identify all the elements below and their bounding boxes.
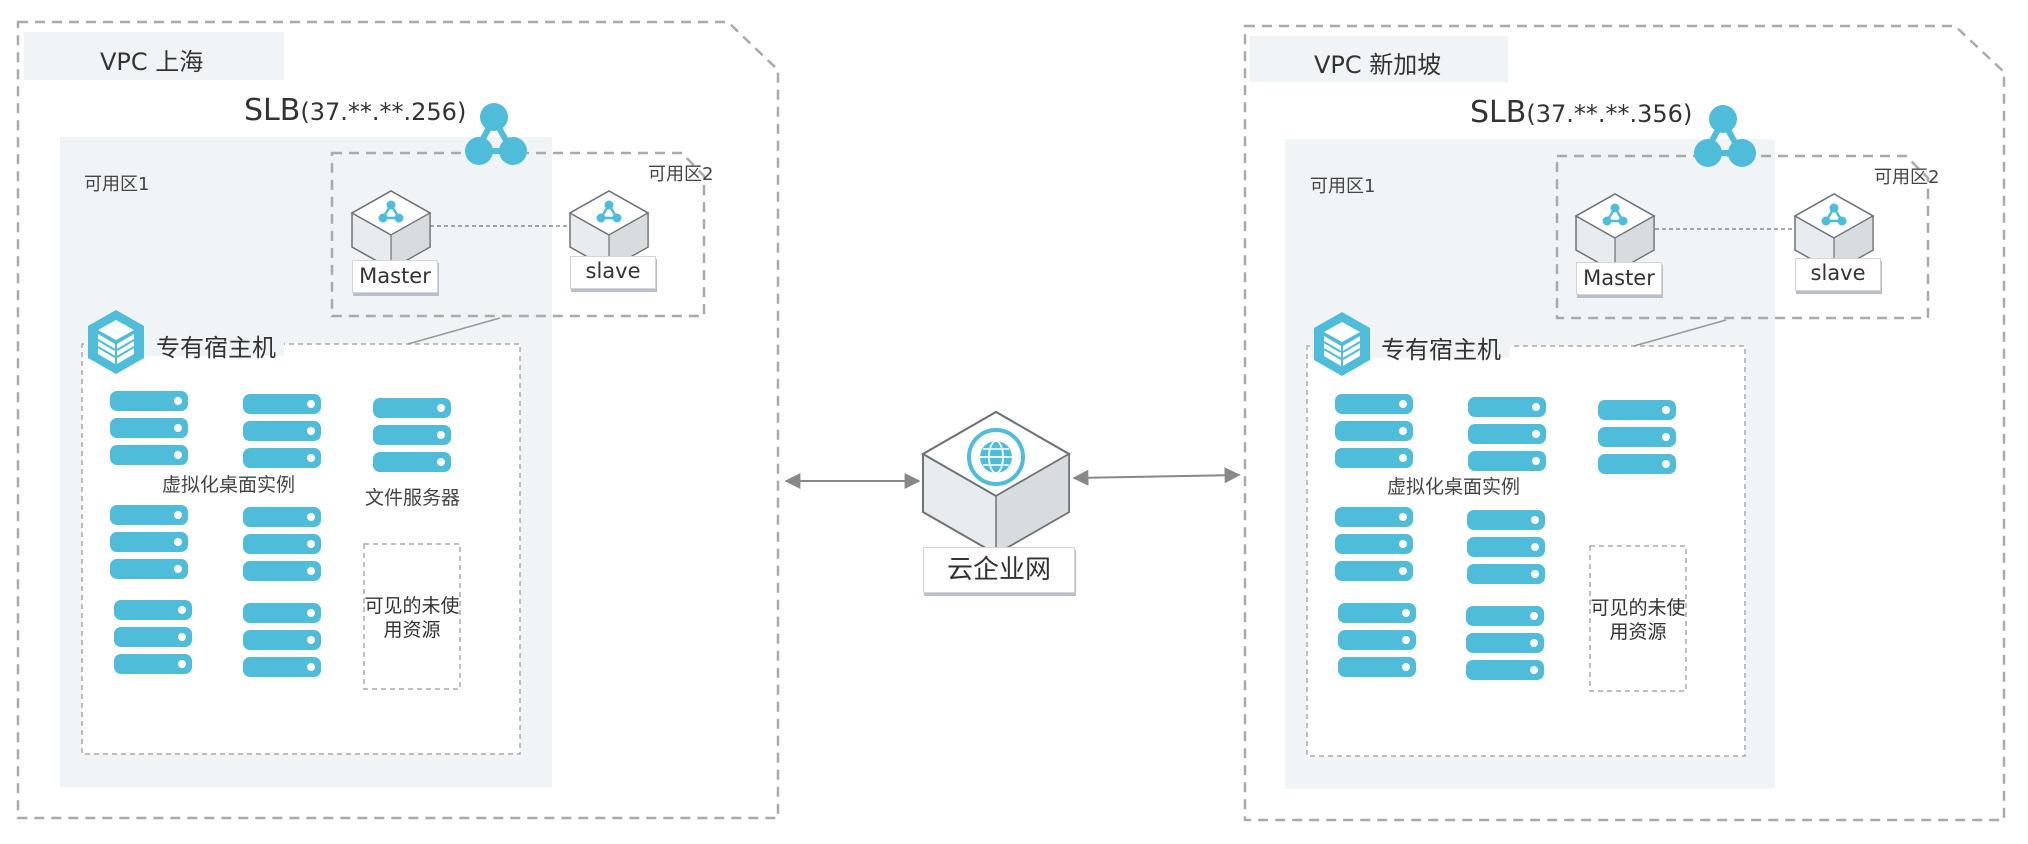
slb-label: SLB(37.**.**.356) xyxy=(1470,95,1692,130)
server-icon xyxy=(1335,507,1413,581)
host-connector xyxy=(1633,319,1727,347)
zone2-label: 可用区2 xyxy=(648,164,714,185)
vpc-label: VPC 新加坡 xyxy=(1314,51,1442,79)
vpc-boundary xyxy=(1243,24,2006,822)
server-icon xyxy=(110,505,188,579)
unused-resource-label: 可见的未使用资源 xyxy=(364,595,460,641)
region-singapore xyxy=(1243,24,2006,822)
server-icon xyxy=(243,394,321,468)
unused-resource-box xyxy=(363,543,461,690)
unused-resource-box xyxy=(1589,545,1687,692)
host-label: 专有宿主机 xyxy=(1381,336,1501,364)
slb-ip: (37.**.**.256) xyxy=(300,98,467,126)
vpc-tab xyxy=(24,32,284,80)
host-label: 专有宿主机 xyxy=(156,334,276,362)
server-icon xyxy=(1335,394,1413,468)
server-icon xyxy=(243,507,321,581)
slb-name: SLB xyxy=(1470,95,1527,130)
server-icon xyxy=(1338,603,1416,677)
zone1-label: 可用区1 xyxy=(1310,176,1376,197)
globe-icon xyxy=(967,428,1025,486)
desktop-instances-label: 虚拟化桌面实例 xyxy=(1387,476,1521,498)
vpc-tab xyxy=(1250,36,1508,82)
cen-group xyxy=(784,410,1241,556)
vpc-label: VPC 上海 xyxy=(100,48,204,76)
slb-name: SLB xyxy=(244,93,301,128)
server-icon xyxy=(110,391,188,465)
link-right xyxy=(1072,467,1241,486)
host-connector xyxy=(407,317,501,345)
region-shanghai xyxy=(16,20,780,820)
unused-resource-label: 可见的未使用资源 xyxy=(1590,597,1686,643)
server-icon xyxy=(243,603,321,677)
server-icon xyxy=(1467,510,1545,584)
zone2-boundary xyxy=(330,151,706,318)
slb-label: SLB(37.**.**.256) xyxy=(244,93,466,128)
zone2-label: 可用区2 xyxy=(1874,167,1940,188)
desktop-instances-label: 虚拟化桌面实例 xyxy=(162,474,296,496)
server-icon xyxy=(114,600,192,674)
vpc-boundary xyxy=(16,20,780,820)
file-server-label: 文件服务器 xyxy=(365,487,461,509)
master-node-label: Master xyxy=(1576,262,1662,295)
slave-node-label: slave xyxy=(1795,258,1881,291)
slave-node-label: slave xyxy=(570,256,656,289)
zone1-label: 可用区1 xyxy=(84,174,150,195)
server-icon xyxy=(1468,397,1546,471)
zone2-boundary xyxy=(1555,154,1930,320)
slb-ip: (37.**.**.356) xyxy=(1526,100,1693,128)
cen-cube-icon xyxy=(920,410,1072,556)
server-icon xyxy=(1598,400,1676,474)
cen-label: 云企业网 xyxy=(923,547,1075,593)
server-icon xyxy=(1466,606,1544,680)
server-icon xyxy=(373,398,451,472)
master-node-label: Master xyxy=(352,260,438,293)
